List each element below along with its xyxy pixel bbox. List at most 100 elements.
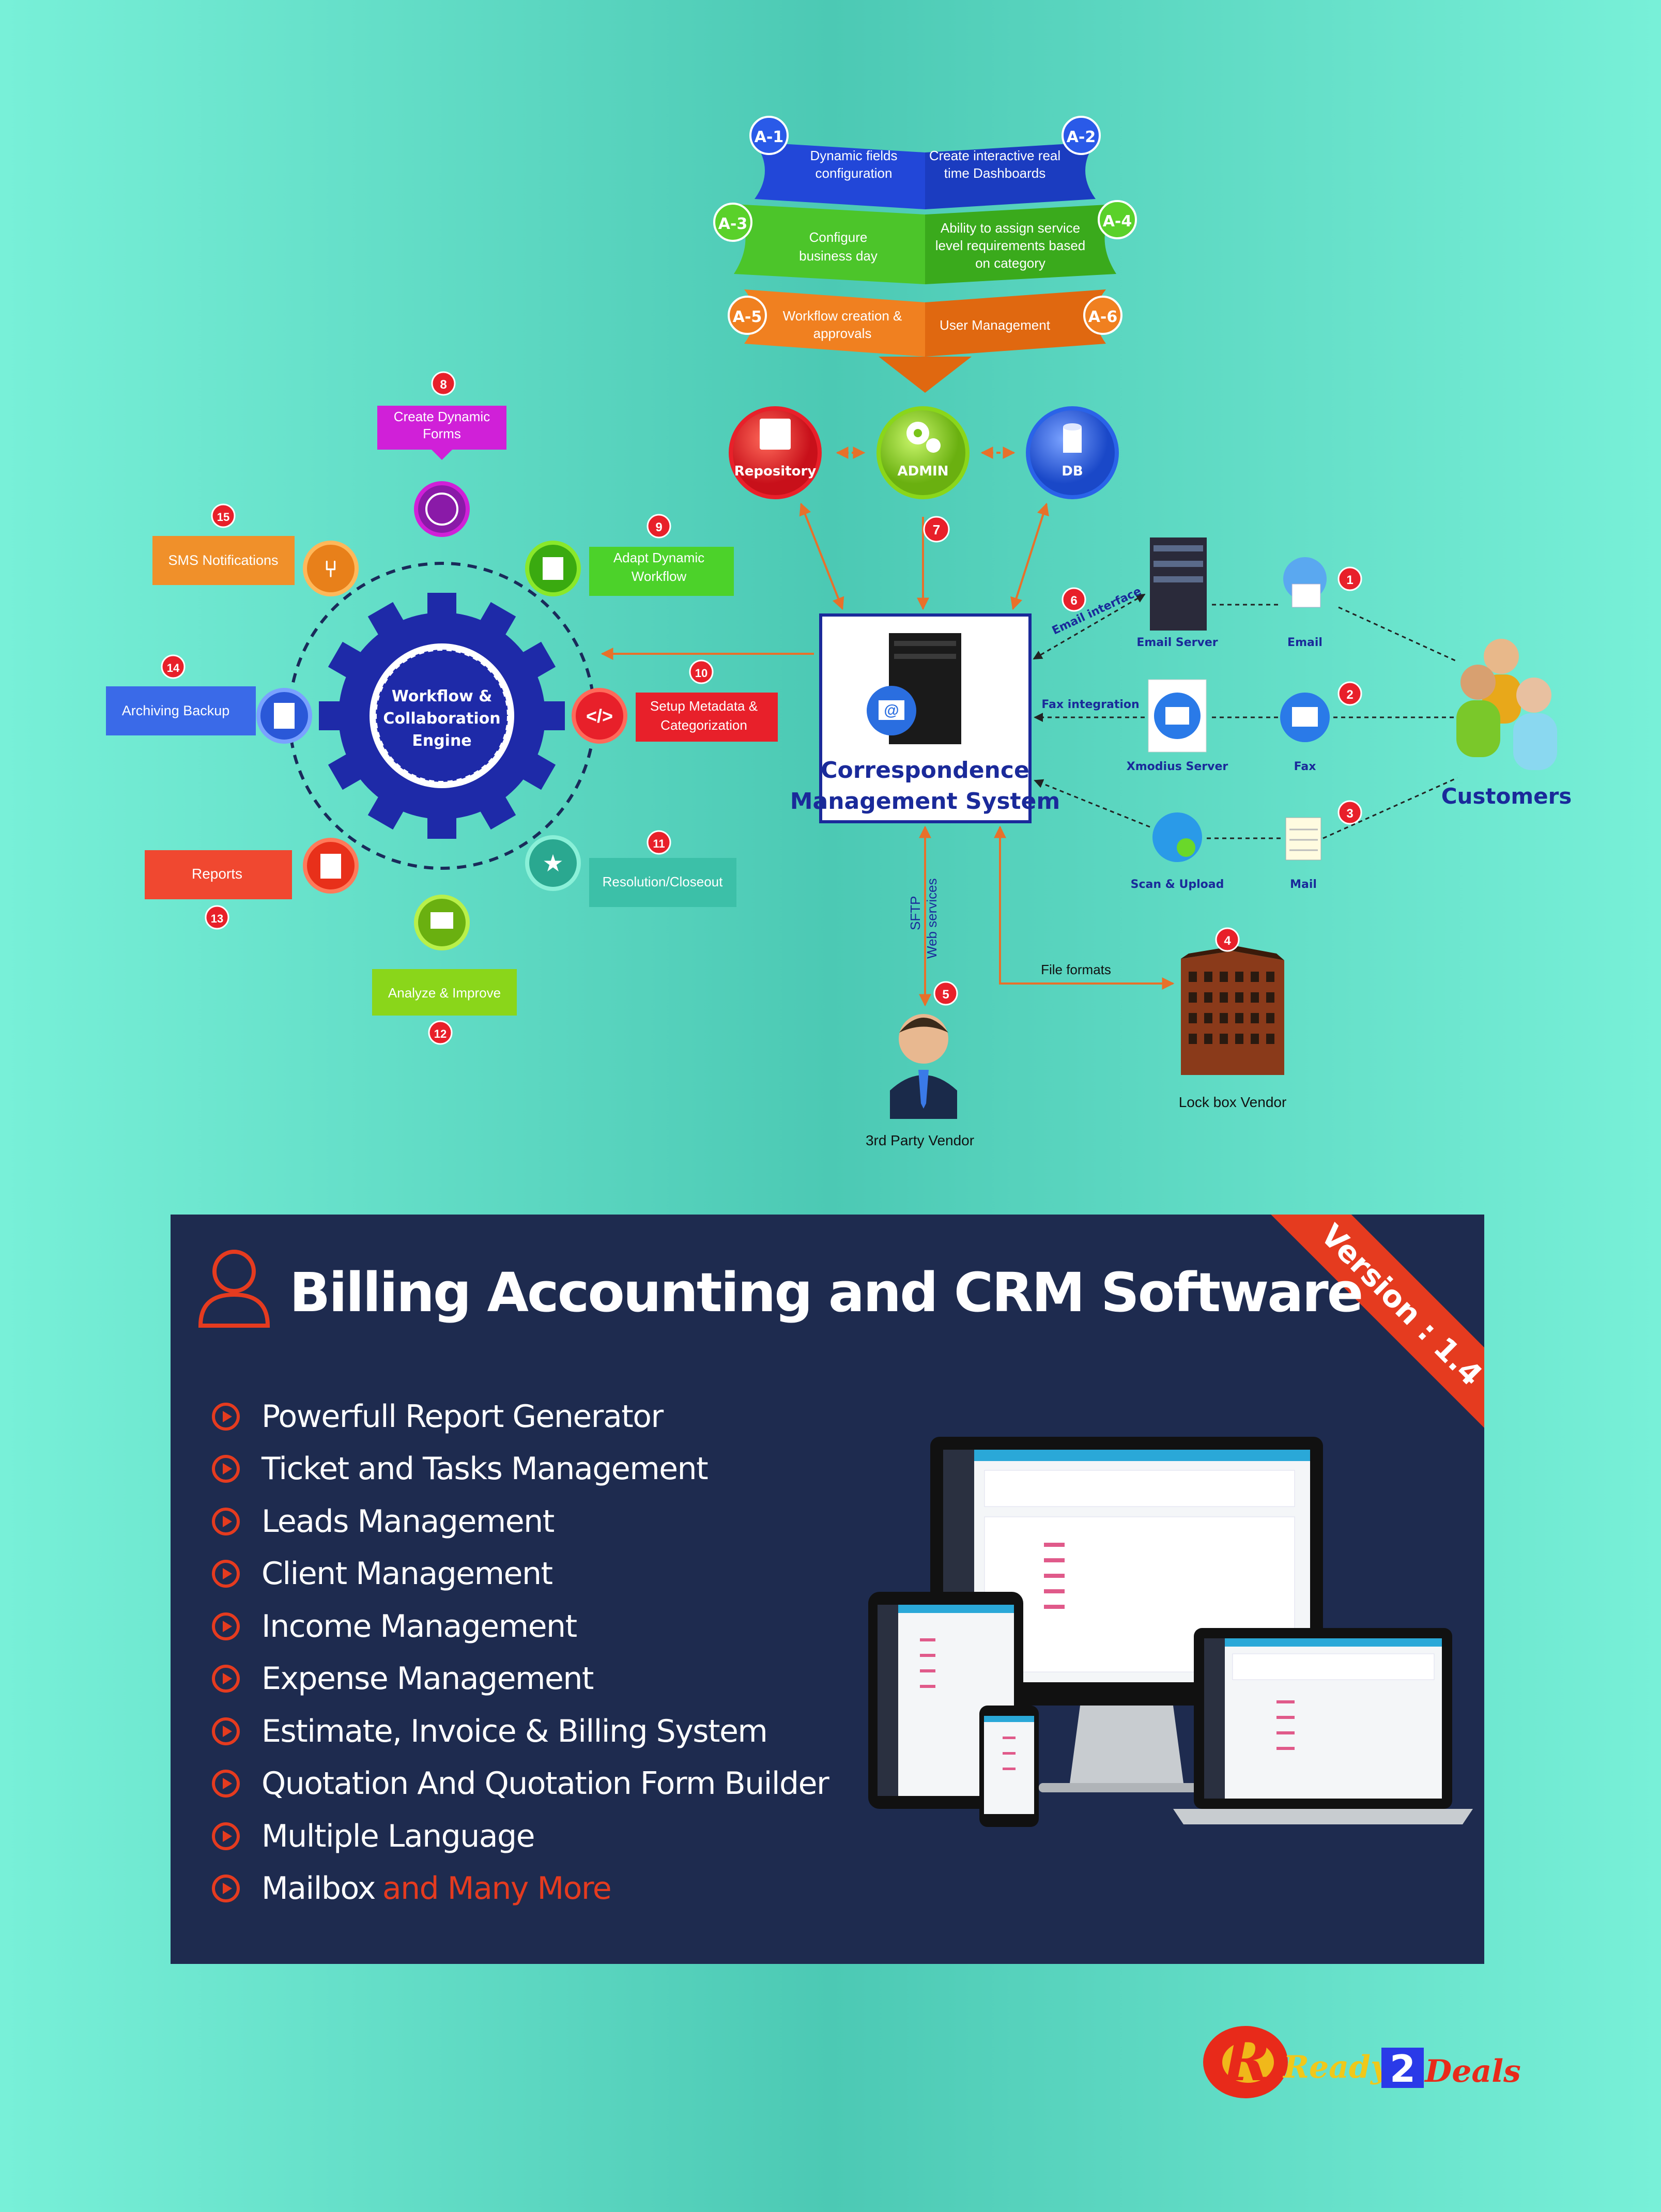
feature-item: Expense Management [212, 1653, 828, 1706]
tag-a4: A-4 [1098, 200, 1137, 239]
hub-repository: Repository [729, 406, 822, 499]
a5-line1: Workflow creation & [783, 308, 902, 324]
mail-channel: Mail 3 [1285, 800, 1362, 891]
svg-text:Correspondence: Correspondence [821, 757, 1029, 784]
svg-text:A-4: A-4 [1103, 212, 1132, 231]
tag-a1: A-1 [749, 116, 789, 155]
chart-circle-icon [425, 493, 458, 526]
svg-text:5: 5 [942, 988, 949, 1002]
svg-text:DB: DB [1062, 464, 1083, 479]
building-icon [1181, 946, 1284, 1075]
code-icon: </> [586, 705, 613, 727]
svg-text:Categorization: Categorization [660, 717, 747, 733]
svg-text:13: 13 [211, 912, 223, 925]
feature-list: Powerfull Report Generator Ticket and Ta… [212, 1390, 829, 1915]
node-sms: SMS Notifications ⑂ 15 [152, 503, 359, 596]
play-bullet-icon [212, 1875, 240, 1903]
svg-text:4: 4 [1224, 934, 1231, 948]
node-reports: Reports 13 [145, 838, 359, 930]
svg-text:Engine: Engine [412, 732, 471, 750]
phone [979, 1706, 1039, 1827]
crm-promo-banner: Version : 1.4 Billing Accounting and CRM… [171, 1215, 1484, 1964]
report-icon [320, 854, 341, 879]
a6-label: User Management [940, 317, 1051, 333]
printer-icon [1165, 707, 1189, 725]
a3-line2: business day [799, 248, 878, 264]
play-bullet-icon [212, 1770, 240, 1798]
svg-text:12: 12 [434, 1027, 447, 1040]
play-bullet-icon [212, 1402, 240, 1431]
logo-deals: Deals [1424, 2053, 1521, 2090]
ready2deals-logo: R Ready 2 Deals [1203, 2026, 1521, 2098]
svg-text:6: 6 [1070, 594, 1077, 608]
svg-text:9: 9 [655, 520, 662, 534]
svg-text:7: 7 [933, 522, 940, 537]
lockbox-vendor: 4 Lock box Vendor [1179, 927, 1287, 1110]
svg-text:Forms: Forms [423, 426, 461, 441]
svg-text:A-2: A-2 [1067, 128, 1096, 146]
svg-text:10: 10 [695, 667, 708, 680]
svg-text:1: 1 [1346, 573, 1353, 587]
tag-a2: A-2 [1062, 116, 1101, 155]
svg-text:A-5: A-5 [733, 308, 762, 326]
node-archiving: Archiving Backup 14 [106, 654, 312, 744]
notepad-icon [1285, 817, 1321, 861]
logo-2-box [1381, 2048, 1424, 2088]
version-ribbon: Version : 1.4 [1268, 1215, 1484, 1439]
svg-text:A-1: A-1 [755, 128, 784, 146]
svg-text:Workflow: Workflow [632, 569, 687, 584]
num-7: 7 [923, 516, 950, 543]
svg-text:Xmodius Server: Xmodius Server [1127, 760, 1228, 773]
businessman-icon [890, 1014, 957, 1119]
r-logo-mark: R [1203, 2026, 1288, 2098]
file-formats-label: File formats [1041, 962, 1111, 977]
mail-server-icon: @ [867, 633, 961, 744]
a4-line3: on category [975, 255, 1045, 271]
a4-line2: level requirements based [935, 238, 1086, 253]
svg-text:Adapt Dynamic: Adapt Dynamic [613, 550, 704, 565]
scan-upload: Scan & Upload [1131, 812, 1224, 891]
globe-upload-icon [1152, 812, 1202, 862]
svg-text:Create Dynamic: Create Dynamic [394, 409, 490, 424]
laptop [1173, 1628, 1473, 1824]
a5-line2: approvals [813, 326, 872, 341]
gears-icon [906, 422, 941, 453]
svg-text:Collaboration: Collaboration [383, 710, 500, 728]
svg-text:A-6: A-6 [1088, 308, 1118, 326]
svg-text:Scan & Upload: Scan & Upload [1131, 878, 1224, 891]
gear-icon [319, 593, 565, 839]
num-5: 5 [933, 981, 958, 1006]
node-adapt-workflow: Adapt Dynamic Workflow 9 [525, 514, 734, 596]
email-channel: Email 1 [1283, 557, 1362, 649]
a1-line1: Dynamic fields [810, 148, 897, 163]
a3-line1: Configure [809, 229, 868, 245]
hub-admin: ADMIN [876, 406, 970, 499]
a2-line1: Create interactive real [929, 148, 1060, 163]
svg-text:Reports: Reports [192, 866, 242, 882]
feature-item: Leads Management [212, 1495, 828, 1548]
cms-box: @ Correspondence Management System [790, 613, 1060, 823]
feature-item: Powerfull Report Generator [212, 1390, 828, 1443]
email-server: Email Server [1136, 537, 1218, 649]
svg-text:Management System: Management System [790, 788, 1060, 815]
devices-mockup [868, 1437, 1473, 1827]
sftp-label: SFTP [908, 896, 923, 930]
svg-text:8: 8 [440, 378, 447, 392]
database-icon [1063, 423, 1082, 453]
svg-text:A-3: A-3 [718, 215, 748, 233]
customers: Customers [1441, 639, 1572, 809]
admin-panels: A-1 A-2 A-3 A-4 A-5 A-6 Dynamic fields c… [713, 116, 1137, 393]
svg-text:Email Server: Email Server [1136, 636, 1218, 649]
feature-item: Ticket and Tasks Management [212, 1443, 828, 1496]
tag-a5: A-5 [728, 296, 767, 335]
network-icon [543, 557, 563, 580]
svg-text:Lock box Vendor: Lock box Vendor [1179, 1094, 1287, 1110]
split-arrows-icon: ⑂ [324, 557, 337, 582]
svg-text:SMS Notifications: SMS Notifications [168, 552, 278, 568]
svg-text:14: 14 [167, 662, 180, 674]
play-bullet-icon [212, 1717, 240, 1745]
svg-text:Workflow &: Workflow & [392, 687, 493, 705]
play-bullet-icon [212, 1507, 240, 1535]
play-bullet-icon [212, 1560, 240, 1588]
svg-text:3: 3 [1346, 807, 1353, 821]
